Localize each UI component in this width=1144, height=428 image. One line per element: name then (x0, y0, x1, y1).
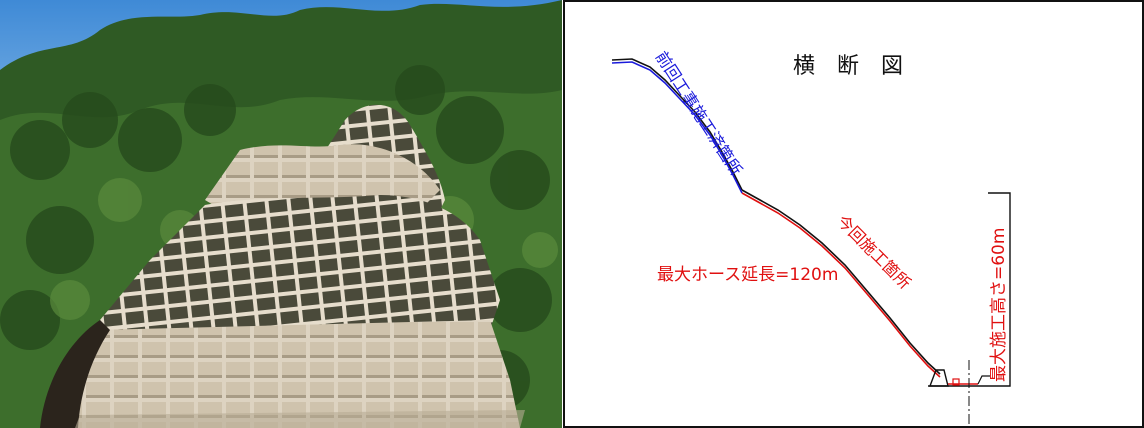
current-work-line (741, 189, 941, 375)
cross-section-svg: 横 断 図 前回工事施工済箇所 今回施工箇所 最大ホース延長=120m 最大施工… (611, 48, 1011, 424)
cross-section-diagram: 横 断 図 前回工事施工済箇所 今回施工箇所 最大ホース延長=120m 最大施工… (563, 0, 1144, 428)
previous-work-highlight (611, 61, 743, 194)
max-height-label: 最大施工高さ=60m (989, 228, 1009, 382)
toe-wall (977, 375, 990, 385)
current-work-highlight (741, 192, 941, 378)
toe-marker (952, 378, 960, 386)
slope-photo-illustration (0, 0, 562, 428)
current-work-label: 今回施工箇所 (833, 211, 914, 292)
previous-work-line (611, 58, 743, 191)
height-dimension-bracket (988, 192, 1011, 387)
max-hose-length-label: 最大ホース延長=120m (657, 265, 838, 285)
slope-photo (0, 0, 562, 428)
previous-work-label: 前回工事施工済箇所 (652, 48, 746, 179)
diagram-title: 横 断 図 (793, 54, 903, 79)
